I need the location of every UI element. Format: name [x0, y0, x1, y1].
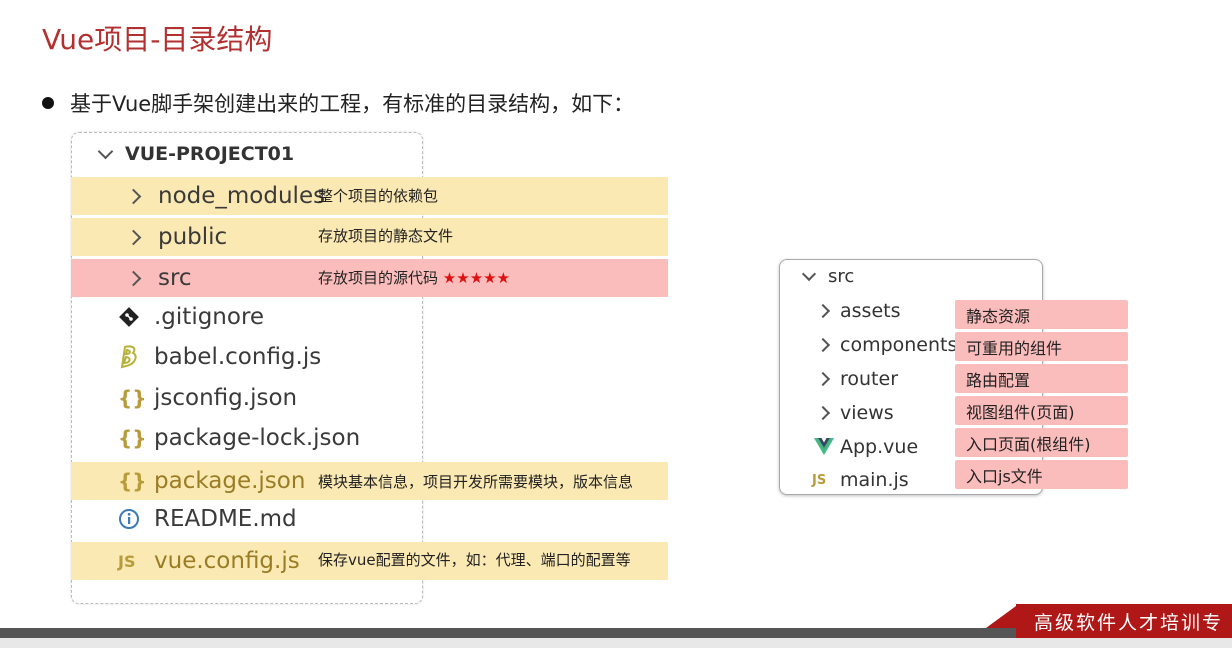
js-icon: JS: [118, 551, 136, 571]
src-item-label: views: [840, 402, 894, 424]
chevron-down-icon: [97, 143, 114, 159]
src-root-folder[interactable]: src: [801, 266, 855, 287]
tree-item-desc: 存放项目的源代码 ★★★★★: [318, 270, 658, 287]
src-item-label: main.js: [840, 469, 909, 491]
tree-item-src[interactable]: src: [118, 259, 192, 297]
src-item-main-js[interactable]: JS main.js: [812, 465, 909, 495]
bullet-dot-icon: [42, 97, 54, 109]
tree-item-label: package.json: [154, 468, 306, 494]
brand-label: 高级软件人才培训专: [1016, 604, 1232, 638]
star-rating: ★★★★★: [442, 269, 511, 287]
tree-item-label: README.md: [154, 506, 297, 532]
tree-item-desc: 存放项目的静态文件: [318, 227, 454, 245]
bullet-point: 基于Vue脚手架创建出来的工程，有标准的目录结构，如下：: [42, 88, 634, 118]
chevron-down-icon: [801, 266, 817, 281]
tree-item-readme[interactable]: README.md: [118, 500, 297, 538]
chevron-right-icon: [118, 188, 154, 204]
tree-item-desc: 整个项目的依赖包: [318, 187, 439, 205]
tree-item-label: public: [158, 224, 228, 250]
git-icon: [118, 306, 150, 328]
vue-icon: [812, 438, 840, 456]
tree-item-jsconfig[interactable]: {} jsconfig.json: [118, 379, 297, 417]
babel-icon: [118, 344, 150, 370]
src-item-router[interactable]: router: [812, 364, 898, 394]
braces-icon: {}: [118, 386, 147, 410]
tree-item-public[interactable]: public: [118, 218, 227, 256]
src-item-assets[interactable]: assets: [812, 296, 900, 326]
chevron-right-icon: [812, 303, 840, 319]
brand-triangle: [986, 606, 1016, 628]
tree-item-label: babel.config.js: [154, 344, 322, 370]
js-icon: JS: [812, 472, 827, 488]
tree-item-label: src: [158, 265, 192, 291]
braces-icon: {}: [118, 426, 147, 450]
src-item-label: components: [840, 334, 958, 356]
tree-item-desc: 模块基本信息，项目开发所需要模块，版本信息: [318, 473, 634, 491]
tree-item-label: node_modules: [158, 183, 326, 209]
src-item-tag: 视图组件(页面): [955, 396, 1128, 425]
chevron-right-icon: [118, 229, 154, 245]
explorer-root-folder[interactable]: VUE-PROJECT01: [97, 143, 295, 165]
src-item-views[interactable]: views: [812, 398, 894, 428]
bullet-text: 基于Vue脚手架创建出来的工程，有标准的目录结构，如下：: [70, 92, 635, 116]
highlight-vue-config: [71, 542, 668, 580]
tree-item-vue-config[interactable]: JS vue.config.js: [118, 542, 300, 580]
tree-item-node-modules[interactable]: node_modules: [118, 177, 325, 215]
chevron-right-icon: [812, 337, 840, 353]
src-item-label: assets: [840, 300, 901, 322]
highlight-src: [71, 259, 668, 297]
highlight-package-json: [71, 462, 668, 500]
tree-item-label: vue.config.js: [154, 548, 300, 574]
tree-item-package-lock[interactable]: {} package-lock.json: [118, 419, 360, 457]
root-folder-label: VUE-PROJECT01: [125, 143, 295, 165]
tree-item-label: .gitignore: [154, 304, 265, 330]
src-item-tag: 入口js文件: [955, 460, 1128, 489]
braces-icon: {}: [118, 469, 147, 493]
footer-strip: [0, 638, 1232, 648]
src-root-label: src: [828, 266, 855, 287]
chevron-right-icon: [812, 405, 840, 421]
src-item-label: App.vue: [840, 436, 919, 458]
tree-item-package-json[interactable]: {} package.json: [118, 462, 305, 500]
src-item-tag: 静态资源: [955, 300, 1128, 329]
tree-item-babel-config[interactable]: babel.config.js: [118, 338, 321, 376]
src-item-components[interactable]: components: [812, 330, 957, 360]
chevron-right-icon: [118, 270, 154, 286]
info-icon: [118, 508, 150, 530]
src-item-app-vue[interactable]: App.vue: [812, 432, 918, 462]
src-item-tag: 路由配置: [955, 364, 1128, 393]
tree-item-label: jsconfig.json: [154, 385, 298, 411]
page-title: Vue项目-目录结构: [42, 23, 273, 56]
src-item-tag: 入口页面(根组件): [955, 428, 1128, 457]
highlight-node-modules: [71, 177, 668, 215]
src-item-label: router: [840, 368, 899, 390]
footer-bar: [0, 628, 1232, 638]
src-item-tag: 可重用的组件: [955, 332, 1128, 361]
tree-item-label: package-lock.json: [154, 425, 361, 451]
tree-item-gitignore[interactable]: .gitignore: [118, 298, 264, 336]
chevron-right-icon: [812, 371, 840, 387]
desc-text: 存放项目的源代码: [318, 269, 439, 287]
highlight-public: [71, 218, 668, 256]
tree-item-desc: 保存vue配置的文件，如：代理、端口的配置等: [318, 551, 631, 569]
